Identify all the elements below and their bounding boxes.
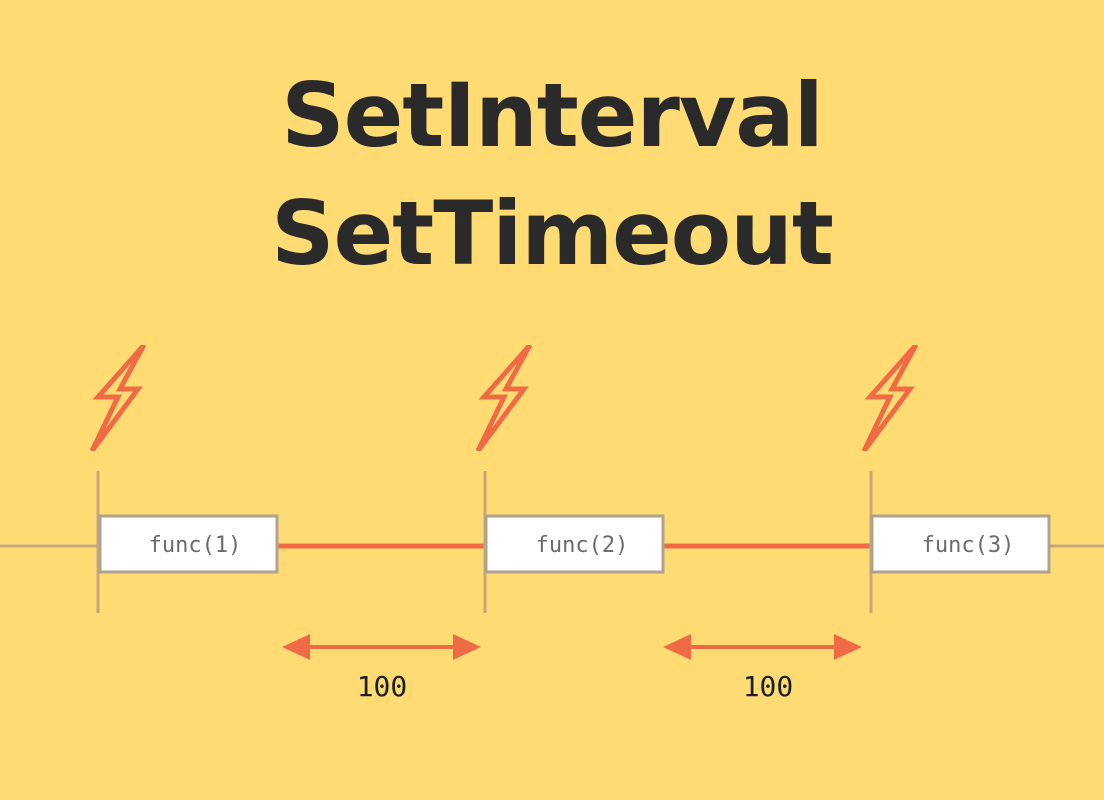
func-label-2: func(2) — [536, 533, 629, 558]
delay-label-1: 100 — [357, 670, 408, 703]
func-box-3: func(3) — [870, 514, 1051, 574]
lightning-bolt-icon — [864, 345, 916, 451]
double-arrow-icon — [282, 634, 481, 660]
title-setinterval: SetInterval — [281, 64, 824, 167]
func-box-2: func(2) — [484, 514, 665, 574]
lightning-bolt-icon — [92, 345, 144, 451]
func-label-1: func(1) — [149, 533, 242, 558]
delay-label-2: 100 — [743, 670, 794, 703]
title-settimeout: SetTimeout — [271, 182, 834, 285]
double-arrow-icon — [663, 634, 862, 660]
lightning-bolt-icon — [478, 345, 530, 451]
func-box-1: func(1) — [98, 514, 279, 574]
func-label-3: func(3) — [922, 533, 1015, 558]
